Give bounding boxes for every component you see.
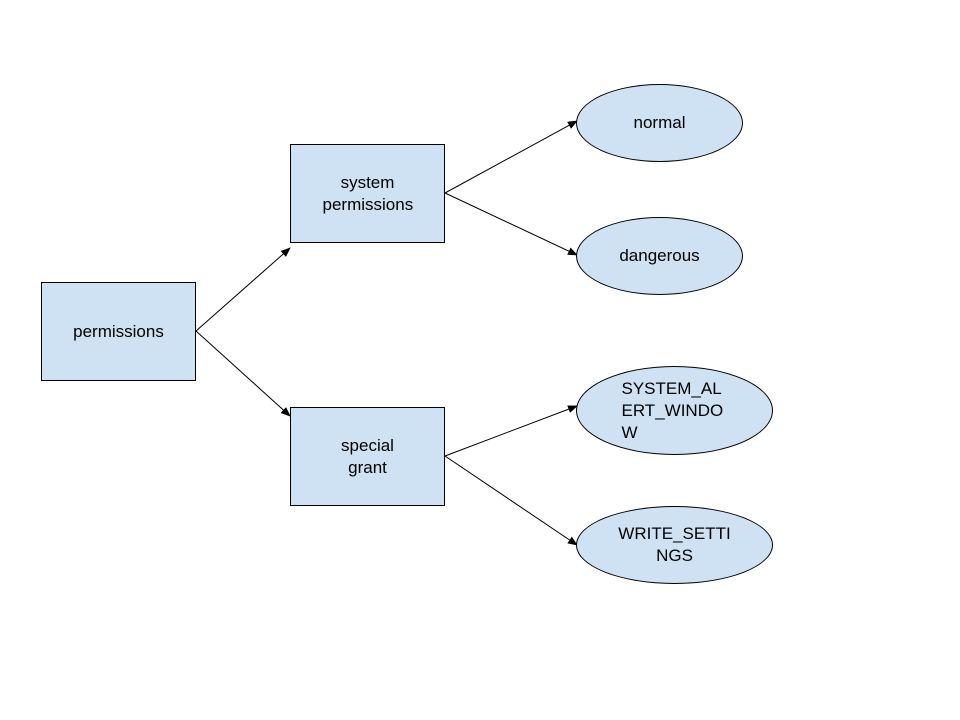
node-system-alert-window-label: SYSTEM_ALERT_WINDOW	[621, 378, 724, 442]
node-normal-label: normal	[633, 113, 686, 132]
node-permissions[interactable]: permissions	[41, 282, 196, 381]
edge-system-permissions-to-dangerous	[444, 192, 578, 256]
edge-special-grant-to-system-alert-window	[444, 405, 578, 457]
node-dangerous[interactable]: dangerous	[576, 217, 743, 295]
node-dangerous-label: dangerous	[619, 246, 700, 265]
edge-permissions-to-special-grant	[195, 330, 291, 417]
node-system-permissions-label: system permissions	[322, 172, 414, 214]
node-system-alert-window[interactable]: SYSTEM_ALERT_WINDOW	[576, 366, 773, 455]
node-normal[interactable]: normal	[576, 84, 743, 162]
edge-system-permissions-to-normal	[444, 120, 578, 194]
node-write-settings-label: WRITE_SETTINGS	[618, 524, 731, 565]
node-special-grant[interactable]: special grant	[290, 407, 445, 506]
edge-permissions-to-system-permissions	[195, 247, 291, 332]
node-special-grant-label: special grant	[341, 435, 394, 477]
edge-special-grant-to-write-settings	[444, 455, 578, 546]
node-write-settings[interactable]: WRITE_SETTINGS	[576, 506, 773, 584]
node-system-permissions[interactable]: system permissions	[290, 144, 445, 243]
node-permissions-label: permissions	[73, 321, 164, 341]
